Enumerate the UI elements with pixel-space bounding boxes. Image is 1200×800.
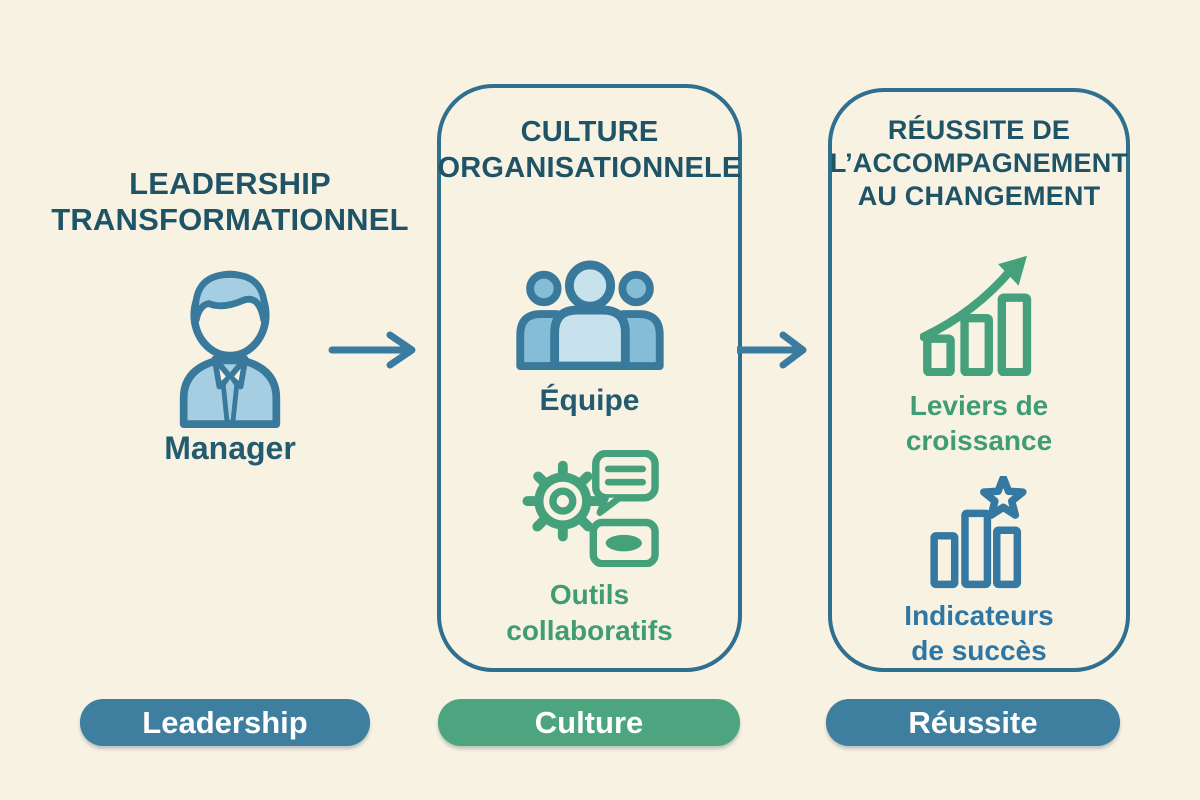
- culture-title-line2: ORGANISATIONNELE: [437, 152, 742, 184]
- growth-levers-label-line2: croissance: [905, 424, 1053, 456]
- arrow-right-icon: [737, 331, 807, 369]
- growth-bars-arrow-icon: [920, 255, 1032, 376]
- leadership-title: LEADERSHIP TRANSFORMATIONNEL: [51, 166, 409, 238]
- collaborative-tools-label: Outils collaboratifs: [506, 577, 672, 649]
- culture-badge: Culture: [438, 699, 740, 746]
- culture-card: CULTURE ORGANISATIONNELE Équipe: [437, 84, 742, 672]
- reussite-title: RÉUSSITE DE L’ACCOMPAGNEMENT AU CHANGEME…: [830, 114, 1128, 213]
- team-label: Équipe: [539, 384, 639, 418]
- leadership-title-line1: LEADERSHIP: [129, 166, 331, 201]
- culture-title-line1: CULTURE: [520, 116, 659, 148]
- manager-label: Manager: [164, 430, 296, 466]
- success-indicators-label: Indicateurs de succès: [904, 598, 1053, 668]
- growth-levers-label-line1: Leviers de: [909, 389, 1049, 421]
- collaborative-tools-label-line2: collaboratifs: [506, 615, 673, 646]
- reussite-title-line3: AU CHANGEMENT: [857, 181, 1101, 211]
- success-bars-star-icon: [930, 475, 1027, 589]
- growth-levers-label: Leviers de croissance: [906, 388, 1052, 458]
- collaborative-tools-label-line1: Outils: [549, 579, 630, 610]
- culture-title: CULTURE ORGANISATIONNELE: [438, 114, 742, 186]
- reussite-title-line2: L’ACCOMPAGNEMENT: [829, 148, 1129, 178]
- team-label-line1: Équipe: [539, 384, 640, 417]
- success-indicators-label-line1: Indicateurs: [904, 600, 1054, 631]
- manager-person-icon: [179, 270, 281, 428]
- leadership-badge: Leadership: [80, 699, 370, 746]
- success-indicators-label-line2: de succès: [911, 635, 1047, 666]
- team-group-icon: [515, 260, 664, 370]
- leadership-title-line2: TRANSFORMATIONNEL: [51, 202, 409, 237]
- arrow-right-icon: [328, 331, 416, 369]
- reussite-badge: Réussite: [826, 699, 1120, 746]
- reussite-title-line1: RÉUSSITE DE: [887, 115, 1071, 145]
- gear-chat-collaboration-icon: [521, 450, 659, 567]
- leadership-section: LEADERSHIP TRANSFORMATIONNEL Manager: [50, 166, 410, 467]
- reussite-card: RÉUSSITE DE L’ACCOMPAGNEMENT AU CHANGEME…: [828, 88, 1130, 672]
